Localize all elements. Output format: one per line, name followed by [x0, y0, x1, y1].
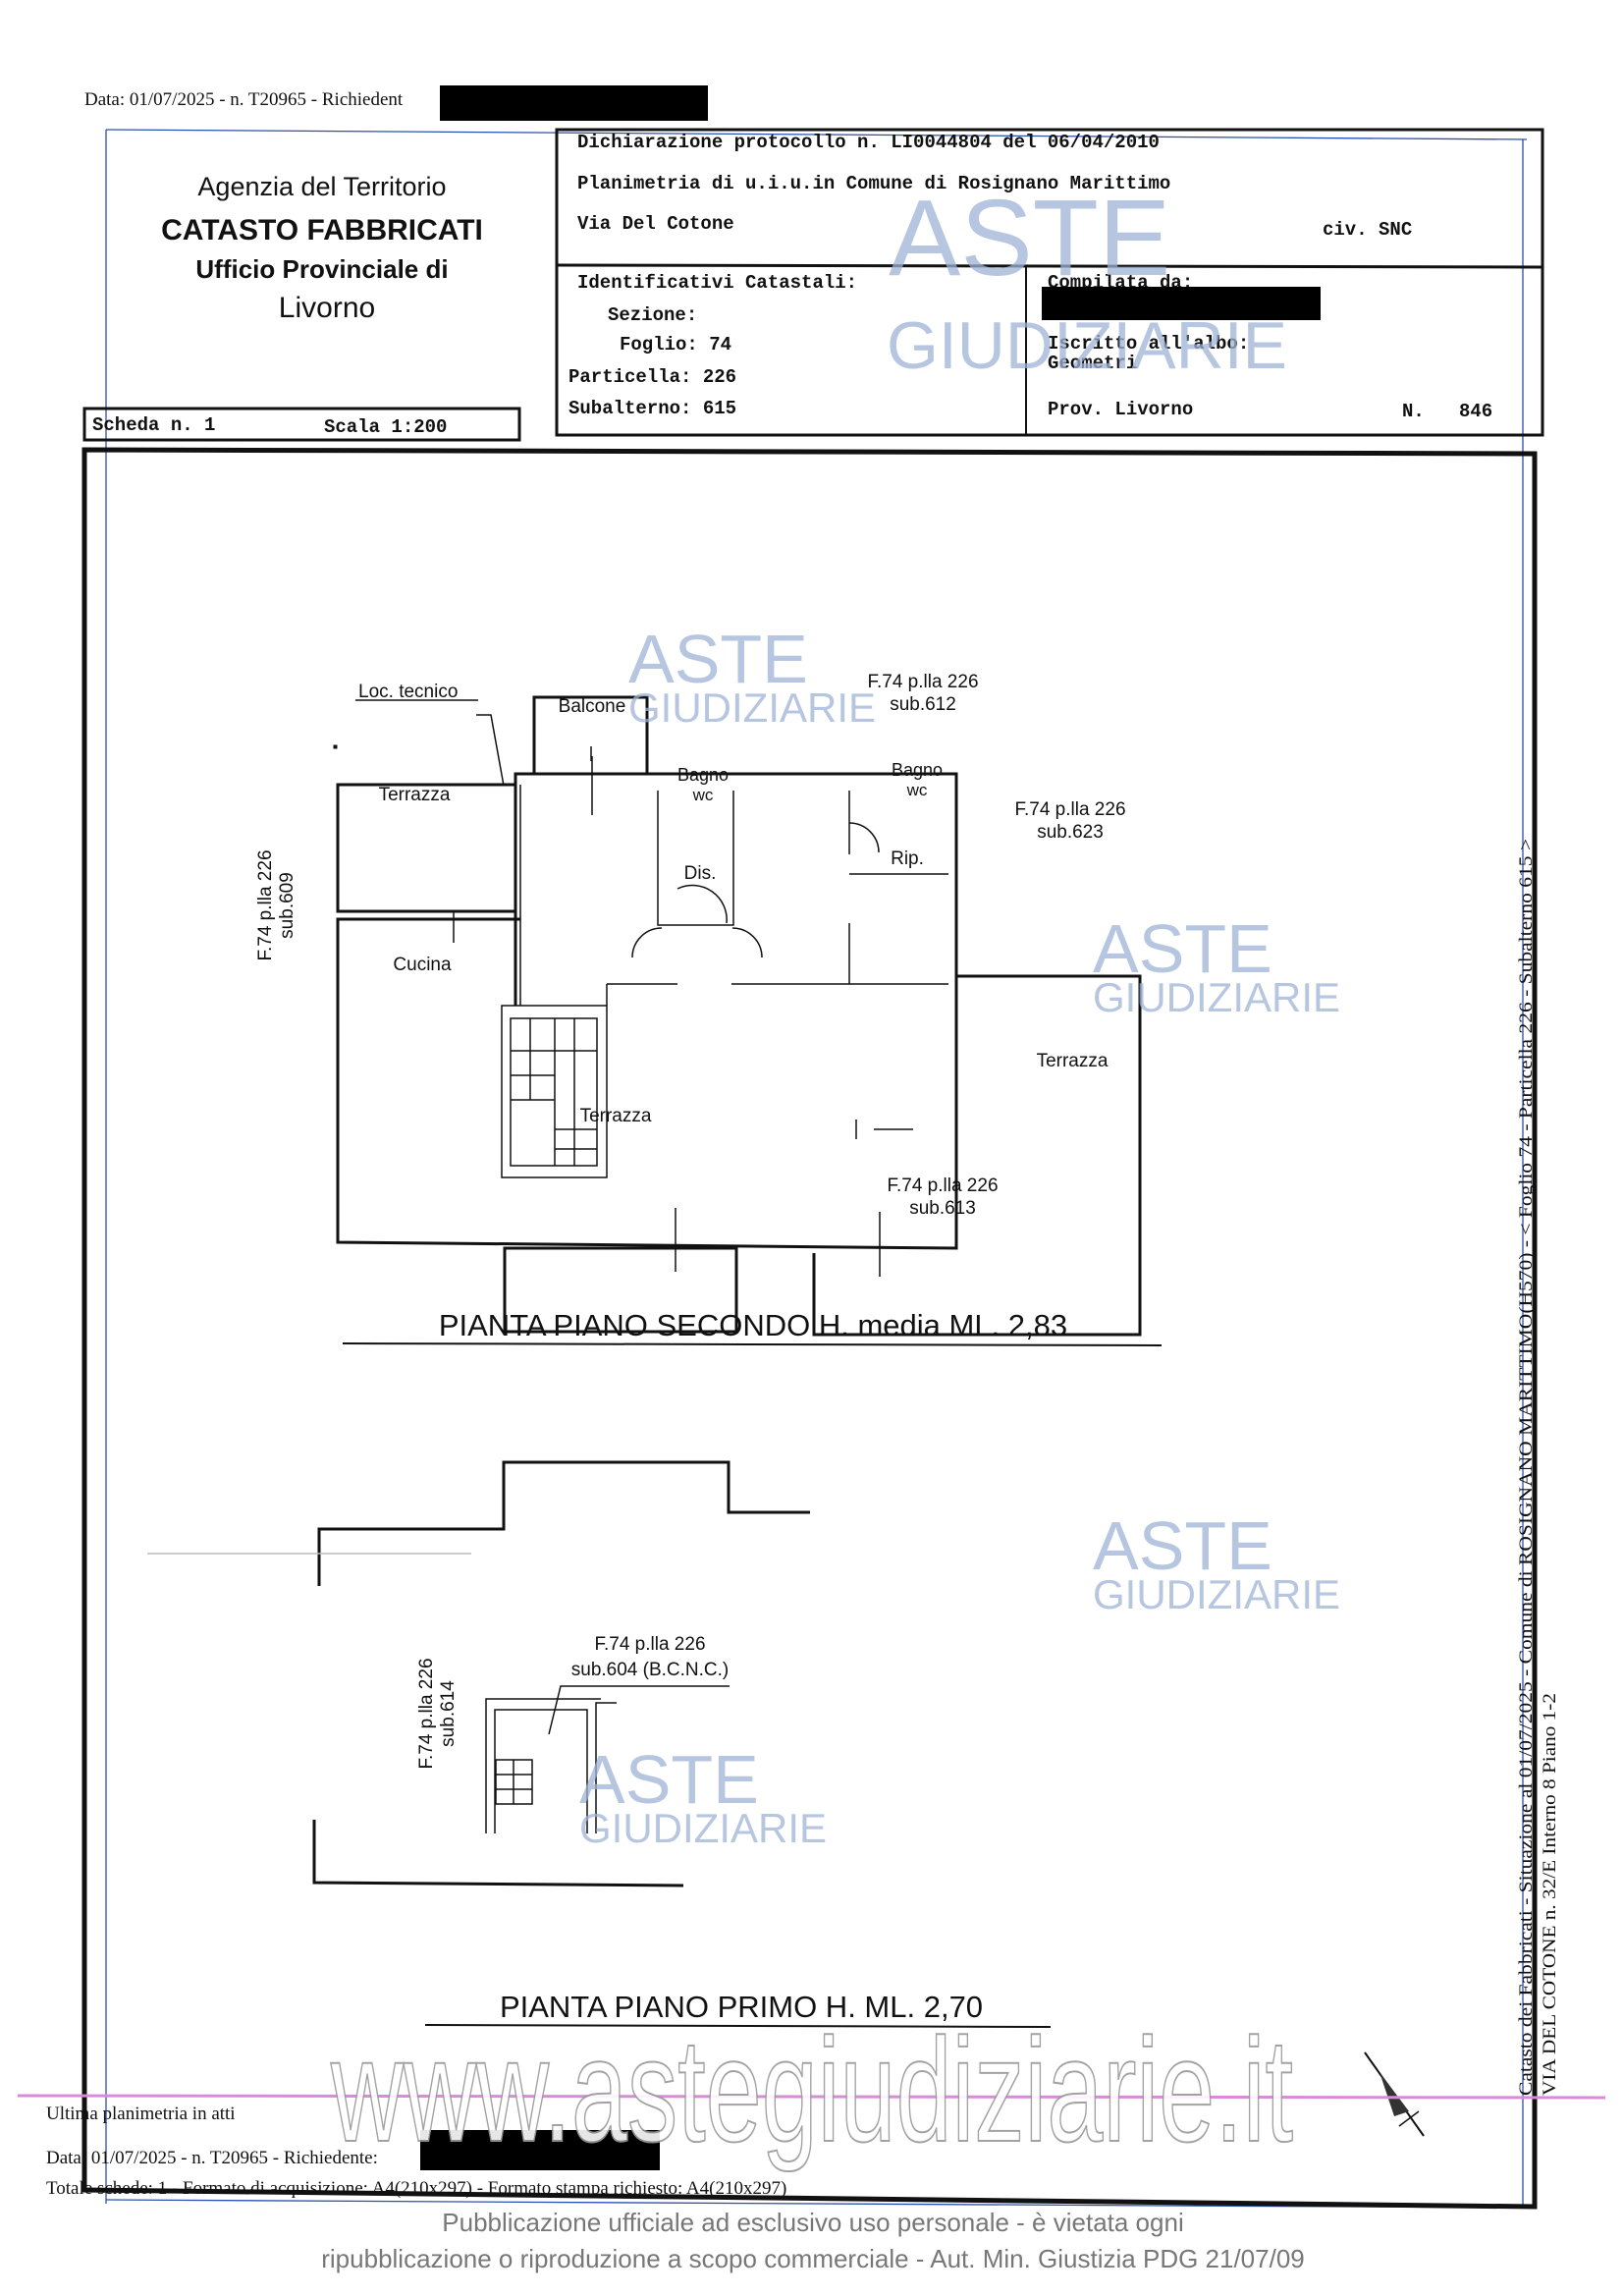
svg-text:Bagno: Bagno: [892, 760, 943, 780]
svg-text:F.74 p.lla 226: F.74 p.lla 226: [416, 1658, 437, 1769]
svg-text:GIUDIZIARIE: GIUDIZIARIE: [579, 1805, 827, 1851]
first-floor-title: PIANTA PIANO PRIMO H. ML. 2,70: [500, 1990, 983, 2024]
north-arrow-icon: [1364, 2051, 1425, 2137]
svg-text:wc: wc: [906, 781, 928, 799]
svg-text:ASTE: ASTE: [579, 1741, 759, 1818]
redaction-box: [1042, 287, 1321, 320]
svg-text:VIA DEL COTONE n. 32/E Intern: VIA DEL COTONE n. 32/E Interno 8 Piano 1…: [1540, 1693, 1560, 2096]
svg-text:Bagno: Bagno: [677, 765, 729, 785]
svg-text:Terrazza: Terrazza: [379, 785, 451, 805]
pink-line: [17, 2094, 1606, 2100]
svg-text:Dis.: Dis.: [684, 863, 717, 884]
first-floor-plan: [147, 1460, 810, 1887]
scala-label: Scala 1:200: [324, 416, 447, 438]
footer-totale: Totale schede: 1 - Formato di acquisizio…: [46, 2178, 786, 2199]
svg-text:846: 846: [1459, 401, 1492, 422]
svg-text:Particella: 226: Particella: 226: [568, 366, 736, 388]
svg-text:Cucina: Cucina: [393, 955, 452, 975]
scheda-label: Scheda n. 1: [92, 414, 215, 436]
compiler-block: Compilata da: Iscritto all'albo: Geometr…: [1042, 272, 1492, 422]
agency-block: Agenzia del Territorio CATASTO FABBRICAT…: [161, 172, 483, 324]
svg-text:wc: wc: [692, 786, 714, 804]
svg-text:sub.614: sub.614: [438, 1680, 459, 1747]
svg-text:F.74 p.lla 226: F.74 p.lla 226: [255, 849, 276, 960]
svg-text:N.: N.: [1402, 401, 1425, 422]
svg-text:GIUDIZIARIE: GIUDIZIARIE: [1093, 1571, 1340, 1617]
svg-text:F.74 p.lla 226: F.74 p.lla 226: [887, 1175, 998, 1196]
svg-text:GIUDIZIARIE: GIUDIZIARIE: [1093, 974, 1340, 1020]
svg-text:sub.623: sub.623: [1037, 822, 1104, 843]
svg-text:Iscritto all'albo:: Iscritto all'albo:: [1048, 333, 1249, 355]
svg-text:Via Del Cotone: Via Del Cotone: [577, 213, 734, 235]
svg-text:ASTE: ASTE: [1093, 910, 1272, 987]
svg-text:Rip.: Rip.: [891, 848, 924, 869]
redaction-box: [440, 85, 708, 121]
svg-text:sub.604 (B.C.N.C.): sub.604 (B.C.N.C.): [571, 1660, 730, 1680]
svg-text:Livorno: Livorno: [279, 292, 375, 324]
scheda-box: [82, 407, 521, 442]
site-watermark: www.astegiudiziarie.it: [330, 2007, 1293, 2172]
identifiers-block: Identificativi Catastali: Sezione: Fogli…: [568, 272, 857, 419]
side-info: Catasto dei Fabbricati - Situazione al 0…: [1516, 839, 1560, 2096]
svg-text:sub.613: sub.613: [909, 1198, 976, 1219]
main-frame: [81, 447, 1538, 2210]
svg-text:sub.609: sub.609: [277, 872, 298, 939]
second-floor-labels: Loc. tecnico Balcone Terrazza Bagno wc B…: [255, 672, 1126, 1219]
svg-text:ASTE: ASTE: [889, 178, 1170, 299]
svg-text:Catasto dei Fabbricati - Situa: Catasto dei Fabbricati - Situazione al 0…: [1516, 839, 1537, 2096]
svg-text:Sezione:: Sezione:: [608, 304, 697, 326]
svg-text:Balcone: Balcone: [559, 696, 626, 717]
title-underline: [342, 1342, 1163, 1346]
blue-frame: [105, 129, 1528, 2209]
svg-text:ASTE: ASTE: [1093, 1507, 1272, 1584]
svg-text:F.74 p.lla 226: F.74 p.lla 226: [867, 672, 978, 692]
title-underline: [424, 2024, 1052, 2028]
redaction-box: [420, 2130, 660, 2170]
svg-text:ASTE: ASTE: [628, 621, 808, 697]
notice-line-2: ripubblicazione o riproduzione a scopo c…: [321, 2244, 1305, 2273]
second-floor-plan: [333, 695, 1142, 1337]
request-line: Data: 01/07/2025 - n. T20965 - Richieden…: [84, 89, 404, 110]
footer-ultima: Ultima planimetria in atti: [46, 2104, 236, 2124]
svg-text:Agenzia del Territorio: Agenzia del Territorio: [197, 172, 446, 201]
svg-text:Geometri: Geometri: [1048, 353, 1137, 374]
svg-text:Foglio: 74: Foglio: 74: [620, 334, 731, 355]
notice-line-1: Pubblicazione ufficiale ad esclusivo uso…: [442, 2208, 1183, 2237]
svg-text:Identificativi Catastali:: Identificativi Catastali:: [577, 272, 857, 294]
svg-text:Dichiarazione protocollo n. LI: Dichiarazione protocollo n. LI0044804 de…: [577, 132, 1160, 153]
svg-text:GIUDIZIARIE: GIUDIZIARIE: [887, 308, 1287, 383]
svg-text:CATASTO FABBRICATI: CATASTO FABBRICATI: [161, 214, 483, 246]
svg-text:sub.612: sub.612: [890, 694, 956, 715]
second-floor-title: PIANTA PIANO SECONDO H. media ML. 2,83: [439, 1308, 1067, 1342]
svg-text:GIUDIZIARIE: GIUDIZIARIE: [628, 684, 876, 731]
svg-text:civ. SNC: civ. SNC: [1323, 219, 1412, 241]
svg-text:Ufficio Provinciale di: Ufficio Provinciale di: [195, 254, 448, 284]
svg-text:Loc. tecnico: Loc. tecnico: [358, 682, 458, 702]
svg-text:Terrazza: Terrazza: [1037, 1051, 1109, 1071]
svg-text:Subalterno: 615: Subalterno: 615: [568, 398, 736, 419]
svg-text:F.74 p.lla 226: F.74 p.lla 226: [594, 1634, 705, 1655]
declaration-box: Dichiarazione protocollo n. LI0044804 de…: [555, 128, 1544, 437]
svg-text:Planimetria di u.i.u.in Comune: Planimetria di u.i.u.in Comune di Rosign…: [577, 173, 1170, 194]
first-floor-labels: F.74 p.lla 226 sub.604 (B.C.N.C.) F.74 p…: [416, 1634, 729, 1770]
footer-request: Data: 01/07/2025 - n. T20965 - Richieden…: [46, 2148, 378, 2168]
svg-text:Prov. Livorno: Prov. Livorno: [1048, 399, 1193, 420]
svg-text:Terrazza: Terrazza: [580, 1106, 652, 1126]
svg-text:F.74 p.lla 226: F.74 p.lla 226: [1014, 799, 1125, 820]
